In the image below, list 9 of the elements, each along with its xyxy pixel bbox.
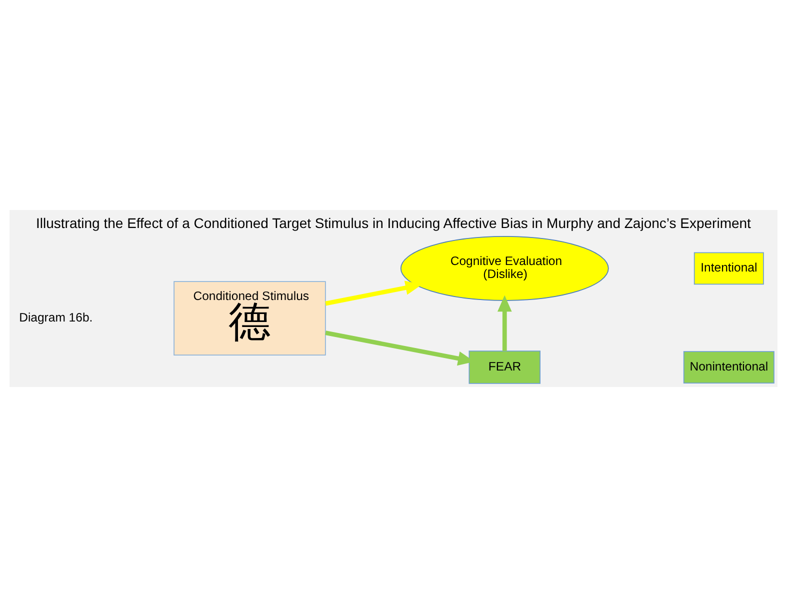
diagram-title: Illustrating the Effect of a Conditioned Target Stimulus in Inducing Affective Bias in Murphy and Zajonc’s Experiment [36,214,751,231]
node-box: FEAR [468,350,540,384]
node-ellipse: Cognitive Evaluation (Dislike) [400,236,609,300]
label: Diagram 16b. [19,310,93,324]
arrow [325,280,422,306]
node-box: Conditioned Stimulus 德 [174,280,326,355]
legend-label: Intentional [700,260,758,274]
legend-label: Nonintentional [690,359,768,374]
arrow [497,294,512,351]
